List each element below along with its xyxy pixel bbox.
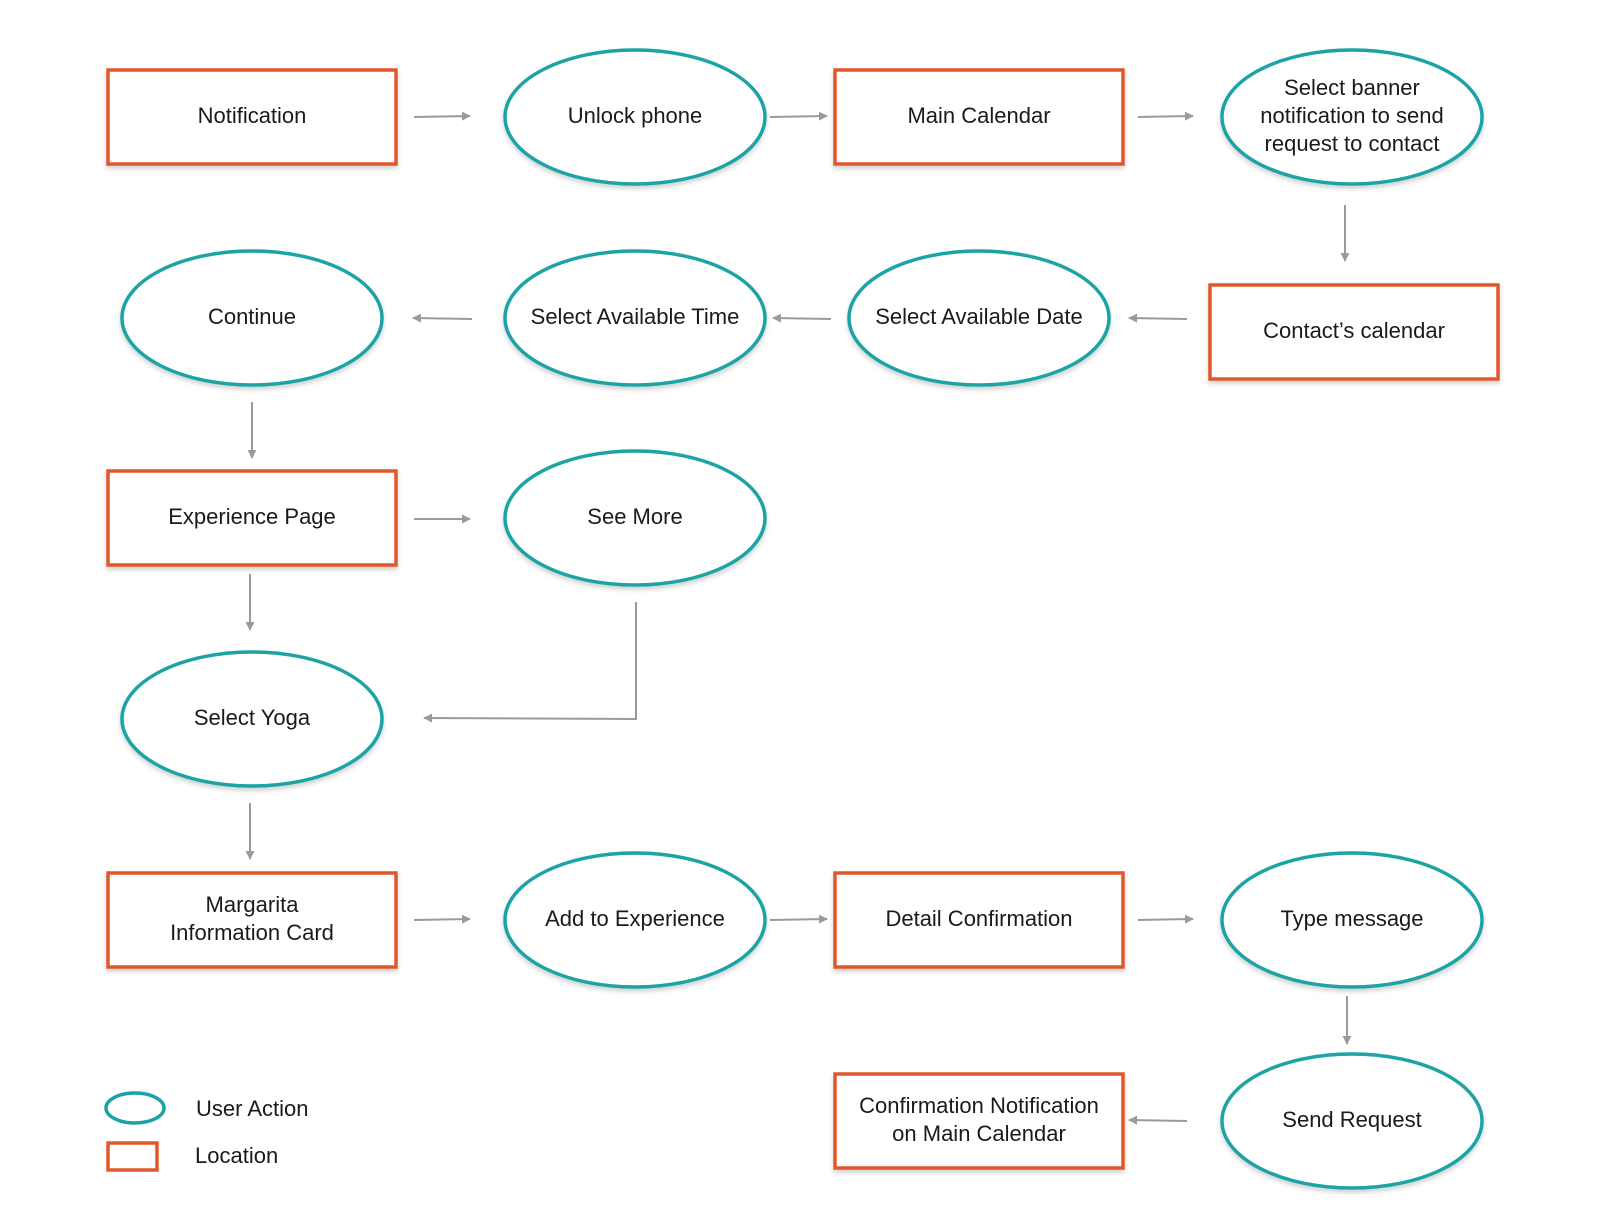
node-label: Detail Confirmation: [885, 906, 1072, 931]
node-select-date: Select Available Date: [847, 249, 1111, 387]
node-label: Main Calendar: [907, 103, 1050, 128]
arrow-see-more-to-select-yoga: [423, 602, 637, 723]
node-continue: Continue: [120, 249, 384, 387]
node-select-banner: Select banner notification to send request…: [1220, 48, 1484, 186]
node-notification: Notification: [106, 68, 398, 166]
node-select-time: Select Available Time: [503, 249, 767, 387]
node-label: See More: [587, 504, 682, 529]
location-box: [1208, 283, 1500, 381]
node-label: Notification: [198, 103, 307, 128]
arrow-unlock-phone-to-main-calendar: [769, 111, 828, 121]
arrow-add-to-experience-to-detail-confirmation: [769, 914, 828, 924]
node-label: Select Available Time: [531, 304, 740, 329]
node-label: Add to Experience: [545, 906, 725, 931]
user-action-ellipse: [503, 449, 767, 587]
legend-location-label: Location: [195, 1143, 278, 1168]
legend-action-label: User Action: [196, 1096, 309, 1121]
node-type-message: Type message: [1220, 851, 1484, 989]
location-box: [833, 871, 1125, 969]
node-select-yoga: Select Yoga: [120, 650, 384, 788]
node-label: request to contact: [1265, 131, 1440, 156]
user-action-ellipse: [120, 249, 384, 387]
legend-action-swatch: [104, 1091, 166, 1125]
arrow-send-request-to-confirmation-notification: [1128, 1115, 1188, 1125]
node-label: Send Request: [1282, 1107, 1421, 1132]
user-action-ellipse: [1220, 851, 1484, 989]
arrow-contacts-calendar-to-select-date: [1128, 313, 1188, 323]
node-label: Confirmation Notification: [859, 1093, 1099, 1118]
node-label: Experience Page: [168, 504, 336, 529]
node-label: on Main Calendar: [892, 1121, 1066, 1146]
legend: User Action Location: [104, 1091, 309, 1172]
node-detail-confirmation: Detail Confirmation: [833, 871, 1125, 969]
node-label: Select Yoga: [194, 705, 311, 730]
node-send-request: Send Request: [1220, 1052, 1484, 1190]
arrow-select-time-to-continue: [412, 313, 473, 323]
node-label: Contact’s calendar: [1263, 318, 1445, 343]
user-action-ellipse: [503, 249, 767, 387]
node-main-calendar: Main Calendar: [833, 68, 1125, 166]
legend-location-swatch: [106, 1141, 159, 1172]
user-action-ellipse: [847, 249, 1111, 387]
edges-layer: [245, 111, 1352, 1125]
location-box: [106, 68, 398, 166]
node-label: Margarita: [206, 892, 300, 917]
arrow-margarita-card-to-add-to-experience: [413, 914, 471, 924]
user-action-ellipse: [503, 48, 767, 186]
location-box: [106, 871, 398, 969]
arrow-detail-confirmation-to-type-message: [1137, 914, 1194, 924]
location-box: [833, 68, 1125, 166]
node-label: Unlock phone: [568, 103, 703, 128]
user-action-ellipse: [1220, 1052, 1484, 1190]
node-see-more: See More: [503, 449, 767, 587]
node-experience-page: Experience Page: [106, 469, 398, 567]
node-add-to-experience: Add to Experience: [503, 851, 767, 989]
arrow-main-calendar-to-select-banner: [1137, 111, 1194, 121]
node-label: Type message: [1280, 906, 1423, 931]
location-box: [106, 469, 398, 567]
node-unlock-phone: Unlock phone: [503, 48, 767, 186]
user-action-ellipse: [1220, 48, 1484, 186]
node-label: Select Available Date: [875, 304, 1083, 329]
node-confirmation-notification: Confirmation Notification on Main Calenda…: [833, 1072, 1125, 1170]
node-label: notification to send: [1260, 103, 1443, 128]
node-label: Select banner: [1284, 75, 1420, 100]
arrow-select-date-to-select-time: [772, 313, 832, 323]
user-action-ellipse: [503, 851, 767, 989]
node-label: Continue: [208, 304, 296, 329]
arrow-notification-to-unlock-phone: [413, 111, 471, 121]
location-box: [833, 1072, 1125, 1170]
user-action-ellipse: [120, 650, 384, 788]
node-label: Information Card: [170, 920, 334, 945]
node-contacts-calendar: Contact’s calendar: [1208, 283, 1500, 381]
